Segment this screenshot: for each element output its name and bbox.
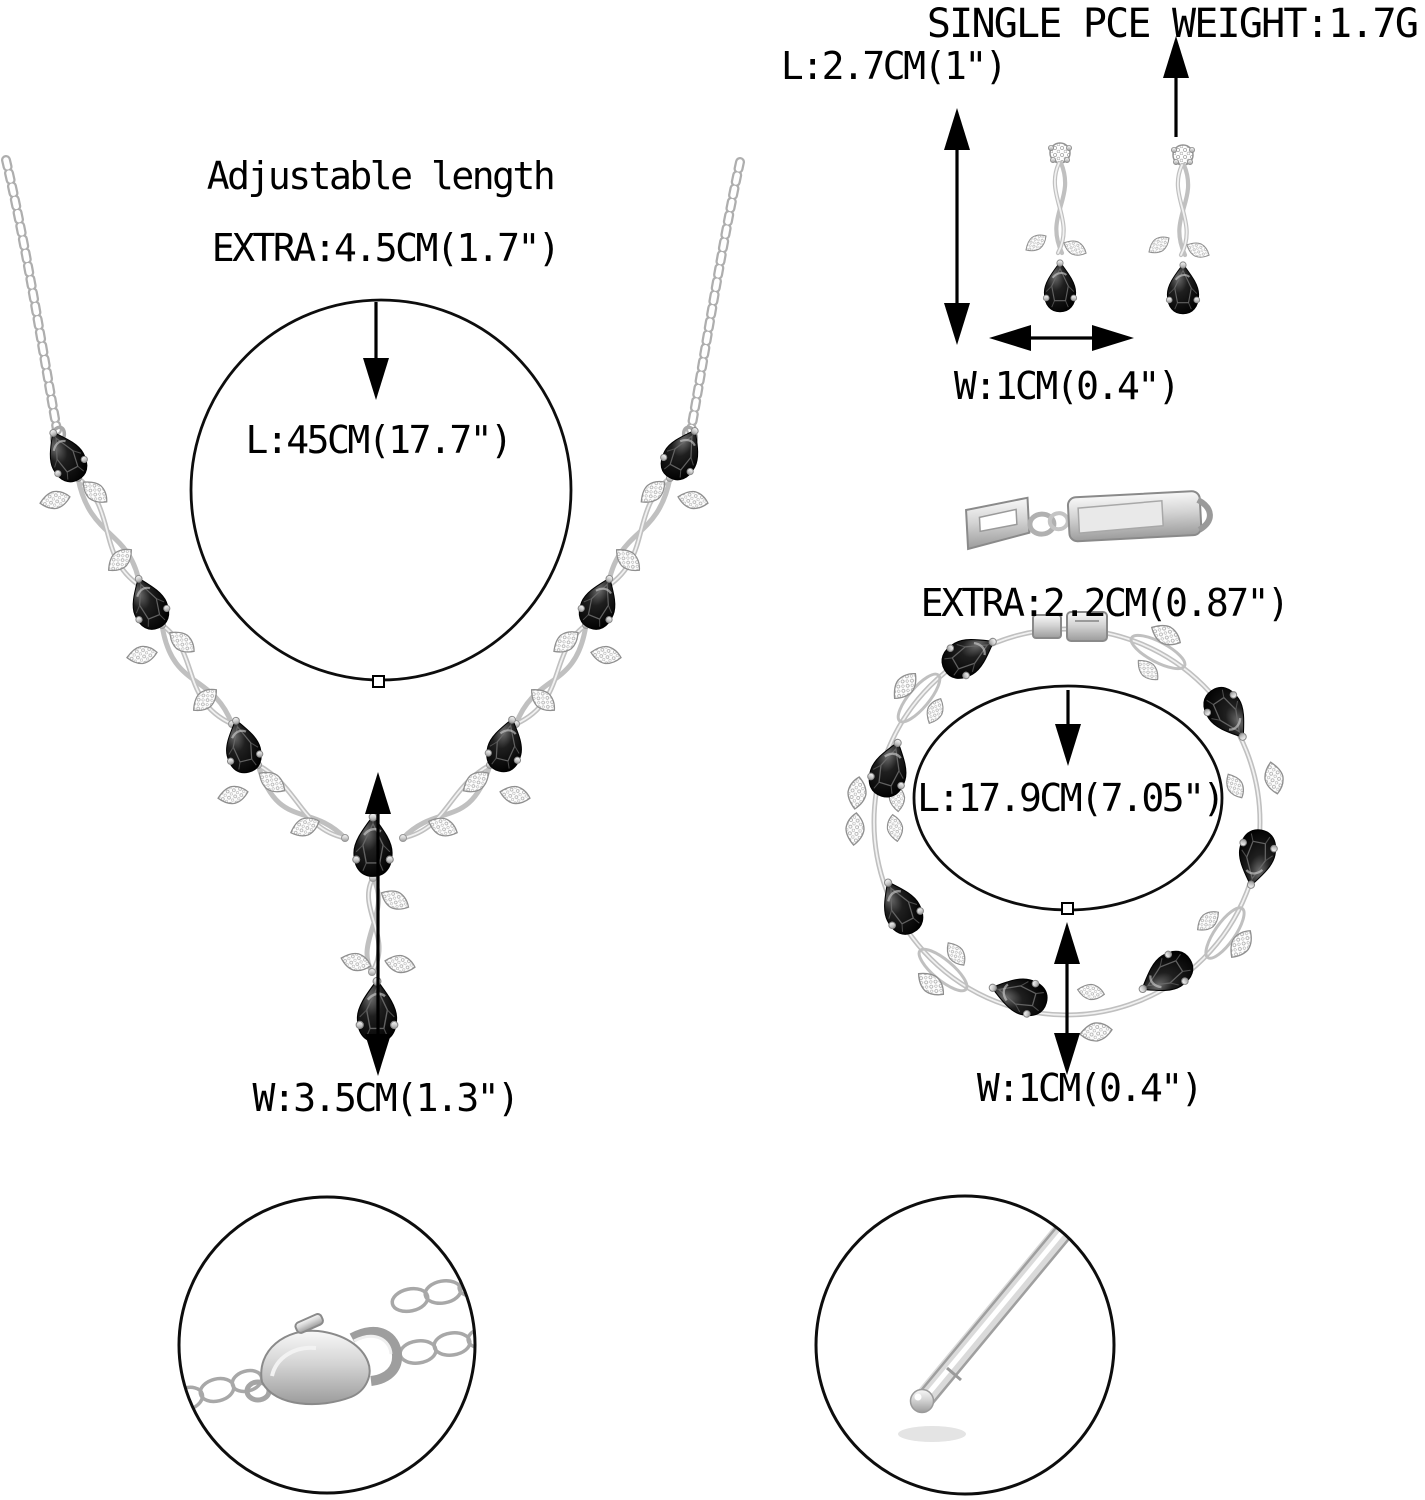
bracelet-width-label: W:1CM(0.4") [976, 1066, 1204, 1110]
earrings-width-label: W:1CM(0.4") [953, 364, 1181, 408]
necklace-figure [1, 155, 745, 1044]
necklace-width-arrow-icon [365, 772, 391, 1076]
bracelet-length-label: L:17.9CM(7.05") [917, 776, 1225, 820]
earrings-width-arrow-icon [989, 325, 1134, 351]
earrings-weight-arrow-icon [1163, 36, 1189, 137]
bracelet-extender-figure [965, 490, 1213, 551]
necklace-length-annotation [189, 298, 573, 688]
earrings-length-label: L:2.7CM(1") [780, 44, 1008, 88]
earrings-figure [1022, 143, 1212, 314]
bracelet-figure [843, 611, 1287, 1044]
necklace-extra-label: EXTRA:4.5CM(1.7") [211, 226, 561, 270]
bracelet-width-arrow-icon [1054, 922, 1080, 1075]
earrings-length-arrow-icon [944, 108, 970, 345]
necklace-width-label: W:3.5CM(1.3") [252, 1076, 520, 1120]
earrings-weight-label: SINGLE PCE WEIGHT:1.7G [926, 1, 1419, 47]
bracelet-extra-label: EXTRA:2.2CM(0.87") [920, 581, 1290, 625]
necklace-length-label: L:45CM(17.7") [245, 418, 513, 462]
necklace-adjustable-label: Adjustable length [206, 154, 556, 198]
bracelet-length-annotation [912, 684, 1224, 915]
earring-post-detail-figure [814, 1194, 1116, 1496]
clasp-detail-figure [177, 1195, 477, 1495]
